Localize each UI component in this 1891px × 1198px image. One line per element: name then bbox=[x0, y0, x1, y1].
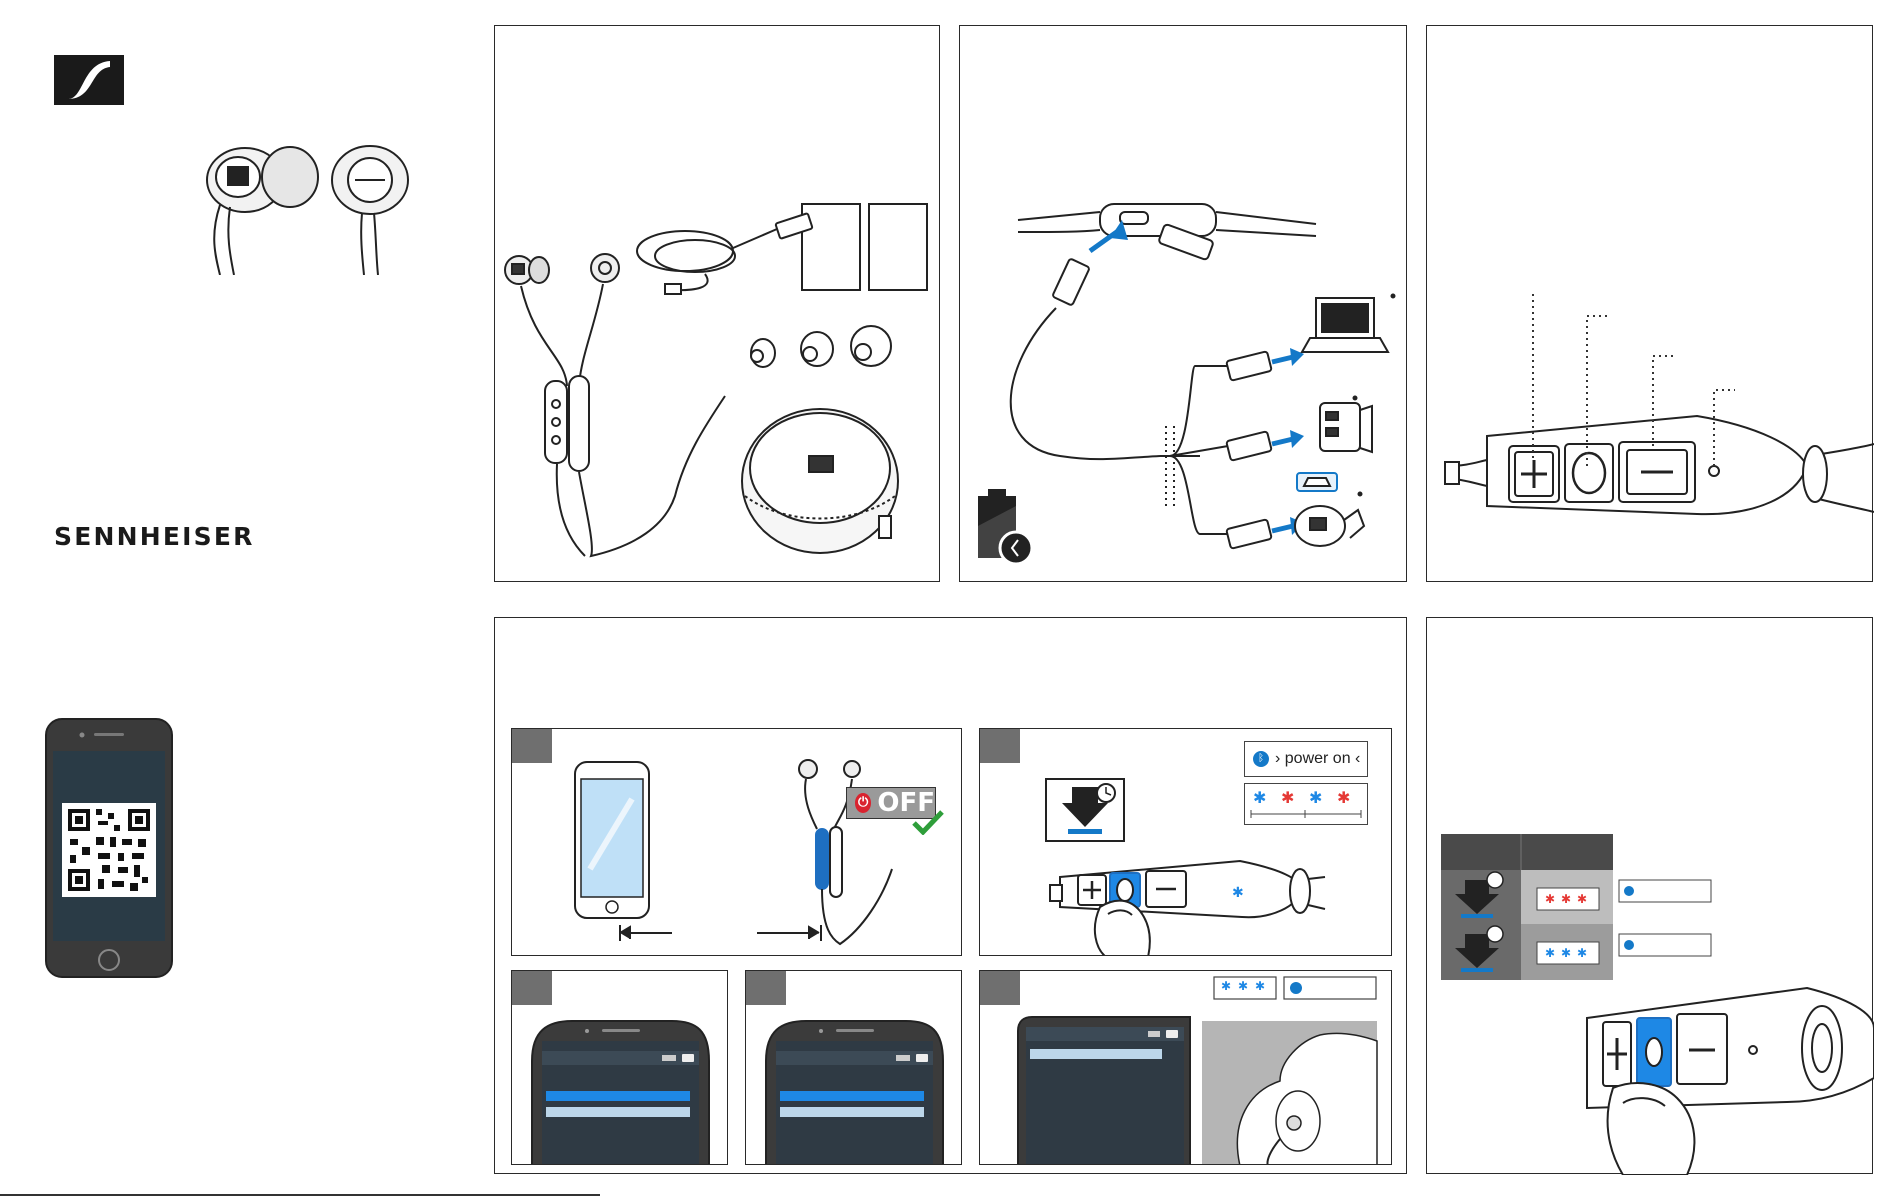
svg-text:✱: ✱ bbox=[1255, 979, 1265, 993]
step-number-tab bbox=[512, 729, 552, 763]
panel-box-contents bbox=[494, 25, 940, 582]
minus-button-icon bbox=[1619, 442, 1695, 502]
svg-text:✱: ✱ bbox=[1545, 946, 1555, 960]
checkmark-icon bbox=[912, 809, 944, 835]
svg-text:✱: ✱ bbox=[1561, 892, 1571, 906]
ear-adapters bbox=[751, 326, 891, 367]
battery-charging-icon bbox=[978, 489, 1032, 564]
smartphone-icon bbox=[575, 762, 649, 918]
pairing-step-3 bbox=[511, 970, 728, 1165]
svg-text:✱: ✱ bbox=[1221, 979, 1231, 993]
box-contents-illustration bbox=[495, 26, 941, 583]
power-icon: ⏻ bbox=[855, 793, 871, 813]
press-and-hold-icon bbox=[1046, 779, 1124, 841]
panel-pairing: ⏻ OFF bbox=[494, 617, 1407, 1174]
brand-wordmark: SENNHEISER bbox=[54, 522, 255, 551]
earphones-icon bbox=[190, 135, 430, 275]
hero-earphones-illustration bbox=[190, 135, 430, 275]
led-blink-pattern: ✱ ✱ ✱ ✱ bbox=[1244, 783, 1368, 825]
remote-controls-illustration bbox=[1427, 26, 1874, 583]
qr-code[interactable] bbox=[62, 803, 156, 897]
led-blink-icon: ✱ ✱ ✱ ✱ bbox=[1245, 784, 1367, 824]
pairing-step-1: ⏻ OFF bbox=[511, 728, 962, 956]
svg-text:✱: ✱ bbox=[1281, 788, 1294, 807]
panel-status: ✱ ✱ ✱ ✱ ✱ ✱ bbox=[1426, 617, 1873, 1174]
led-indicator-icon bbox=[1709, 466, 1719, 476]
voice-prompt-text: › power on ‹ bbox=[1275, 750, 1360, 768]
laptop-icon bbox=[1302, 298, 1388, 352]
multifunction-button-icon bbox=[1565, 444, 1613, 502]
phone-with-qr bbox=[44, 717, 174, 979]
step-number-tab bbox=[746, 971, 786, 1005]
pairing-step-4 bbox=[745, 970, 962, 1165]
status-table-illustration: ✱ ✱ ✱ ✱ ✱ ✱ bbox=[1427, 618, 1874, 1175]
step-1-illustration bbox=[512, 729, 962, 956]
carry-case-icon bbox=[742, 409, 898, 553]
svg-text:✱: ✱ bbox=[1561, 946, 1571, 960]
pairing-step-5: ✱ ✱ ✱ bbox=[979, 970, 1392, 1165]
document-icon bbox=[802, 204, 860, 290]
voice-prompt-bubble: ᛒ › power on ‹ bbox=[1244, 741, 1368, 777]
car-charger-icon bbox=[1295, 506, 1364, 546]
svg-text:✱: ✱ bbox=[1577, 946, 1587, 960]
svg-text:✱: ✱ bbox=[1309, 788, 1322, 807]
svg-text:✱: ✱ bbox=[1238, 979, 1248, 993]
svg-text:✱: ✱ bbox=[1253, 788, 1266, 807]
svg-text:✱: ✱ bbox=[1577, 892, 1587, 906]
svg-text:✱: ✱ bbox=[1545, 892, 1555, 906]
qr-code-icon bbox=[62, 803, 156, 897]
sennheiser-logo-icon bbox=[54, 55, 124, 105]
step-number-tab bbox=[980, 729, 1020, 763]
document-icon bbox=[869, 204, 927, 290]
panel-charging bbox=[959, 25, 1407, 582]
bottom-divider bbox=[0, 1194, 600, 1196]
step-number-tab bbox=[512, 971, 552, 1005]
usb-wall-charger-icon bbox=[1320, 403, 1372, 452]
bluetooth-icon: ᛒ bbox=[1253, 751, 1269, 767]
plus-button-icon bbox=[1509, 446, 1559, 502]
step-number-tab bbox=[980, 971, 1020, 1005]
panel-controls bbox=[1426, 25, 1873, 582]
charging-illustration bbox=[960, 26, 1408, 583]
svg-text:✱: ✱ bbox=[1232, 885, 1244, 901]
connected-illustration: ✱ ✱ ✱ bbox=[980, 971, 1392, 1165]
pairing-step-2: ✱ ᛒ › power on ‹ ✱ ✱ ✱ ✱ bbox=[979, 728, 1392, 956]
brand-logo bbox=[54, 55, 124, 105]
svg-text:✱: ✱ bbox=[1337, 788, 1350, 807]
